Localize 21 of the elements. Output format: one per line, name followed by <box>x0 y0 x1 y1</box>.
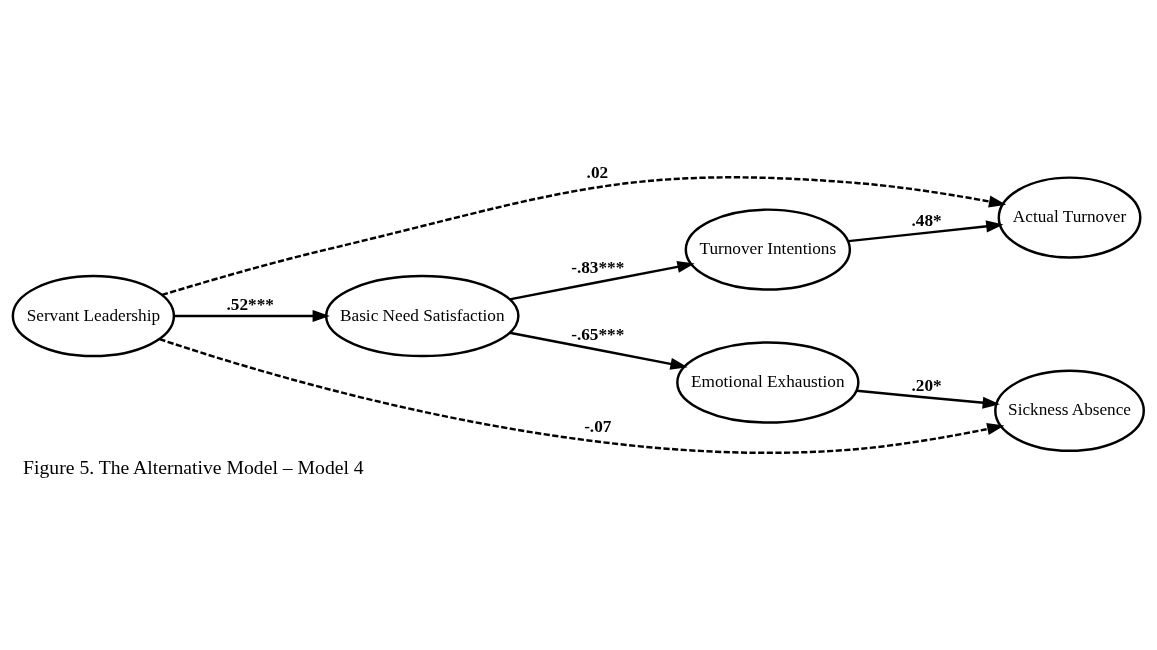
arrow <box>161 175 1007 296</box>
arrow <box>848 219 1004 242</box>
arrow <box>509 260 695 301</box>
arrow <box>509 331 688 370</box>
edge-label: -.83*** <box>571 257 625 277</box>
edge-label: .48* <box>911 210 942 230</box>
node-ellipse: Actual Turnover <box>997 175 1142 259</box>
node-ellipse: Servant Leadership <box>11 274 176 357</box>
node-ellipse: Turnover Intentions <box>684 207 852 291</box>
edge-label: .52*** <box>226 294 274 314</box>
node-ellipse: Sickness Absence <box>994 369 1145 452</box>
arrow <box>159 337 1005 454</box>
arrow <box>174 309 330 322</box>
edge-label: -.65*** <box>571 324 625 344</box>
edge-label: .20* <box>911 375 942 395</box>
node-ellipse: Emotional Exhaustion <box>676 340 860 424</box>
node-ellipse: Basic Need Satisfaction <box>324 274 520 357</box>
arrow <box>856 389 1000 409</box>
edge-label: .02 <box>586 162 609 182</box>
caption: Figure 5. The Alternative Model – Model 4 <box>23 455 364 478</box>
edge-label: -.07 <box>584 416 612 436</box>
